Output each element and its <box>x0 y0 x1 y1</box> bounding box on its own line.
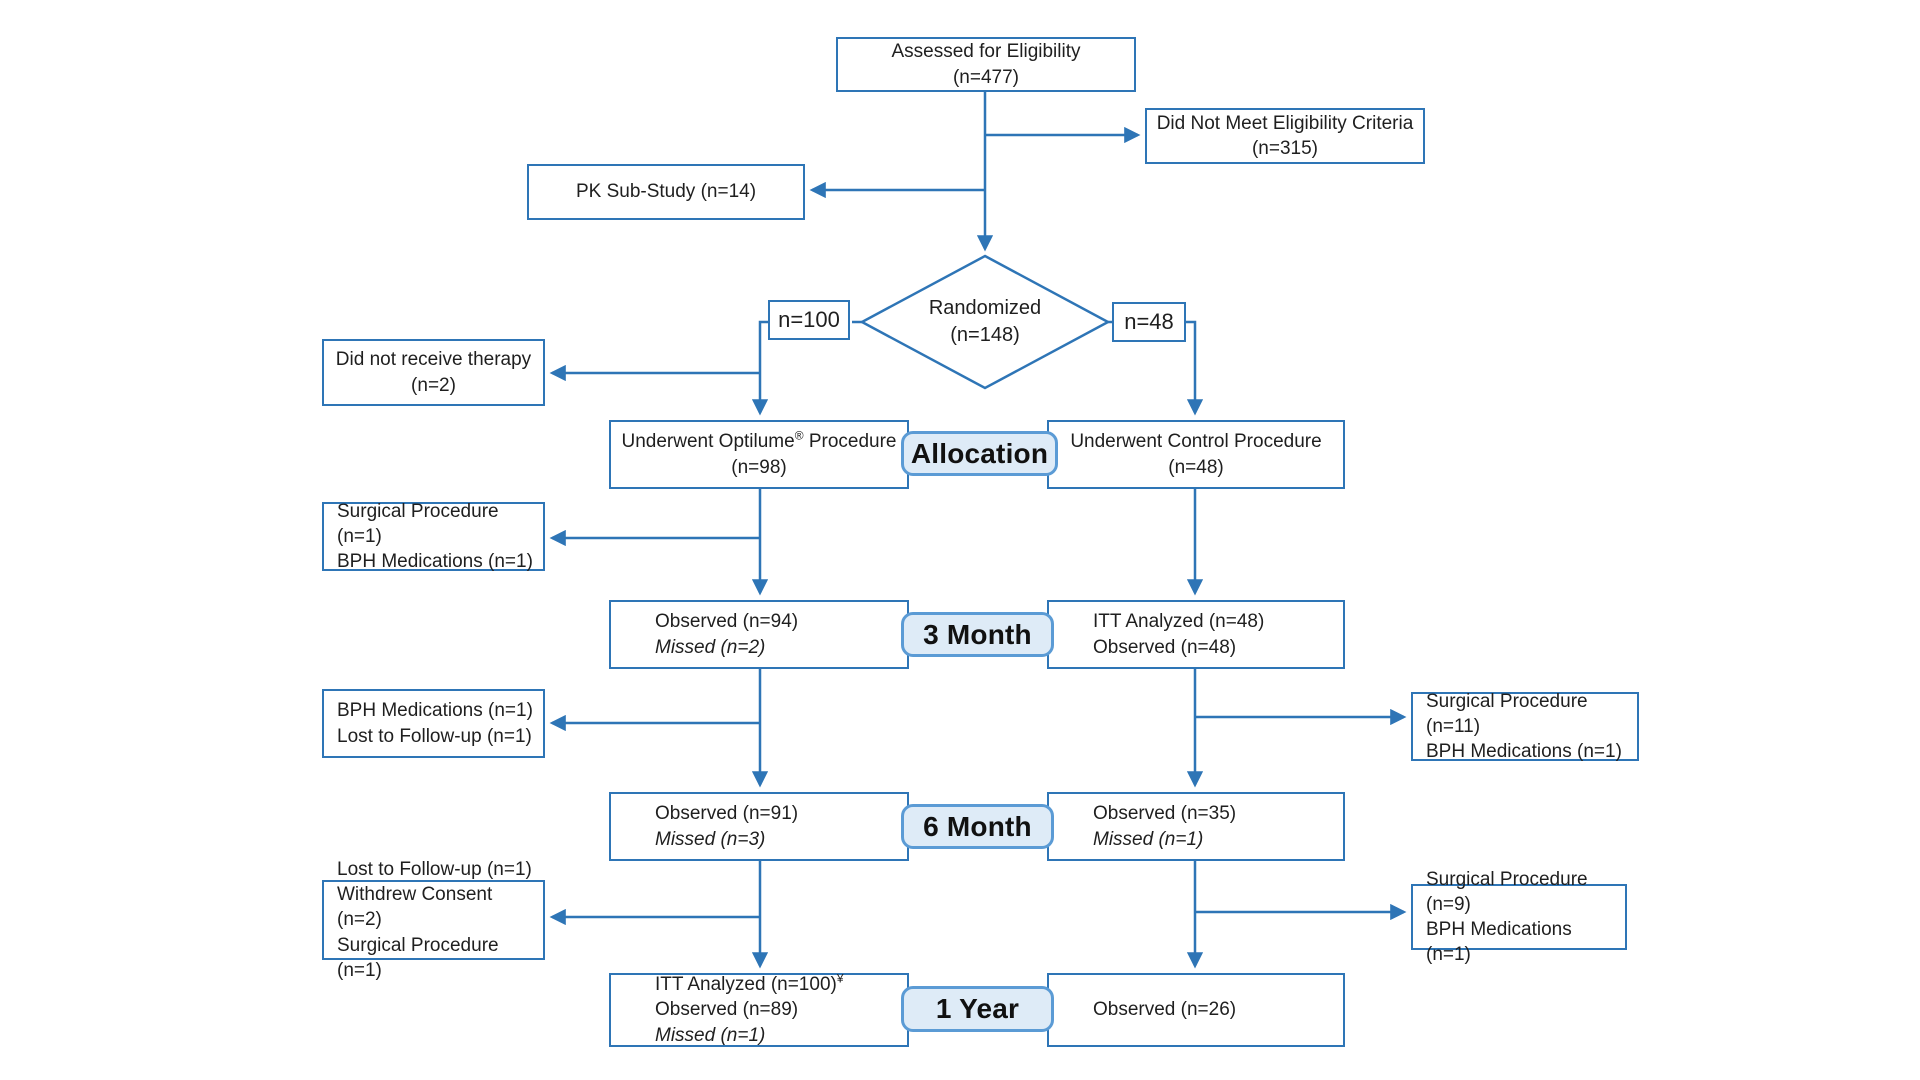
node-n48: n=48 <box>1112 302 1186 342</box>
stage-badge-3-month: 3 Month <box>901 612 1054 657</box>
node-text: Surgical Procedure (n=1) <box>337 934 499 981</box>
node-underwent-control-procedure: Underwent Control Procedure (n=48) <box>1047 420 1345 489</box>
node-itt-analyzed-1year-optilume: ITT Analyzed (n=100)¥ Observed (n=89) Mi… <box>609 973 909 1047</box>
node-text: Lost to Follow-up (n=1) <box>337 859 532 881</box>
node-n100: n=100 <box>768 300 850 340</box>
node-pk-substudy: PK Sub-Study (n=14) <box>527 164 805 220</box>
node-text: Missed (n=1) <box>1093 828 1204 850</box>
node-text: ITT Analyzed (n=48) <box>1093 611 1265 633</box>
node-exclusions-optilume-1year: Lost to Follow-up (n=1) Withdrew Consent… <box>322 859 545 981</box>
node-text: Did Not Meet Eligibility Criteria <box>1156 112 1414 134</box>
node-observed-3month-optilume: Observed (n=94) Missed (n=2) <box>609 600 909 669</box>
node-text: Missed (n=1) <box>655 1024 766 1046</box>
randomized-diamond <box>859 254 1111 390</box>
node-itt-analyzed-3month-control: ITT Analyzed (n=48) Observed (n=48) <box>1047 600 1345 669</box>
node-underwent-optilume-procedure: Underwent Optilume® Procedure (n=98) <box>609 420 909 489</box>
node-exclusions-control-6month: Surgical Procedure (n=11) BPH Medication… <box>1411 690 1639 763</box>
node-exclusions-optilume-3month: Surgical Procedure (n=1) BPH Medications… <box>322 500 545 573</box>
node-text: PK Sub-Study (n=14) <box>575 181 757 203</box>
node-text: Randomized <box>928 297 1042 319</box>
node-text: Observed (n=26) <box>1093 999 1237 1021</box>
node-text: BPH Medications (n=1) <box>1426 919 1572 966</box>
node-exclusions-optilume-6month: BPH Medications (n=1) Lost to Follow-up … <box>322 689 545 758</box>
node-text: Surgical Procedure (n=9) <box>1426 868 1588 915</box>
stage-badge-6-month: 6 Month <box>901 804 1054 849</box>
registered-mark: ® <box>794 429 804 444</box>
node-text: n=100 <box>778 307 840 333</box>
stage-badge-allocation: Allocation <box>901 431 1058 476</box>
node-text: Missed (n=3) <box>655 828 766 850</box>
node-text: Observed (n=35) <box>1093 803 1237 825</box>
node-text: BPH Medications (n=1) <box>337 700 533 722</box>
node-text: ITT Analyzed (n=100)¥ <box>655 972 844 996</box>
node-text: (n=2) <box>411 374 456 396</box>
node-text: Underwent Control Procedure <box>1070 431 1322 453</box>
node-text: BPH Medications (n=1) <box>337 551 533 573</box>
node-did-not-meet-eligibility: Did Not Meet Eligibility Criteria (n=315… <box>1145 108 1425 164</box>
node-text: Underwent Optilume® Procedure <box>621 429 897 453</box>
node-text: BPH Medications (n=1) <box>1426 741 1622 763</box>
connector-n100-to-optilume <box>751 320 769 416</box>
footnote-mark: ¥ <box>836 972 844 987</box>
node-randomized-label: Randomized (n=148) <box>905 294 1065 350</box>
node-text: Assessed for Eligibility <box>891 41 1081 63</box>
node-text: Observed (n=48) <box>1093 636 1237 658</box>
node-text: Withdrew Consent (n=2) <box>337 884 493 931</box>
node-observed-1year-control: Observed (n=26) <box>1047 973 1345 1047</box>
node-text: Lost to Follow-up (n=1) <box>337 725 532 747</box>
node-observed-6month-control: Observed (n=35) Missed (n=1) <box>1047 792 1345 861</box>
node-text: (n=315) <box>1251 138 1319 159</box>
node-text: (n=148) <box>950 324 1020 346</box>
node-observed-6month-optilume: Observed (n=91) Missed (n=3) <box>609 792 909 861</box>
node-text: Surgical Procedure (n=1) <box>337 500 499 547</box>
node-text: Missed (n=2) <box>655 636 766 658</box>
connector-n48-to-control <box>1186 320 1204 416</box>
node-exclusions-control-1year: Surgical Procedure (n=9) BPH Medications… <box>1411 869 1627 965</box>
node-text: Observed (n=89) <box>655 999 799 1021</box>
node-assessed-for-eligibility: Assessed for Eligibility (n=477) <box>836 37 1136 92</box>
node-text: (n=98) <box>731 456 787 478</box>
node-text: Surgical Procedure (n=11) <box>1426 690 1588 737</box>
node-text: Observed (n=94) <box>655 611 799 633</box>
node-text: (n=477) <box>952 66 1020 88</box>
node-did-not-receive-therapy: Did not receive therapy (n=2) <box>322 339 545 406</box>
node-text: n=48 <box>1124 309 1174 335</box>
node-text: Did not receive therapy <box>335 349 532 371</box>
stage-badge-1-year: 1 Year <box>901 986 1054 1032</box>
node-text: Observed (n=91) <box>655 803 799 825</box>
node-text: (n=48) <box>1168 456 1224 478</box>
